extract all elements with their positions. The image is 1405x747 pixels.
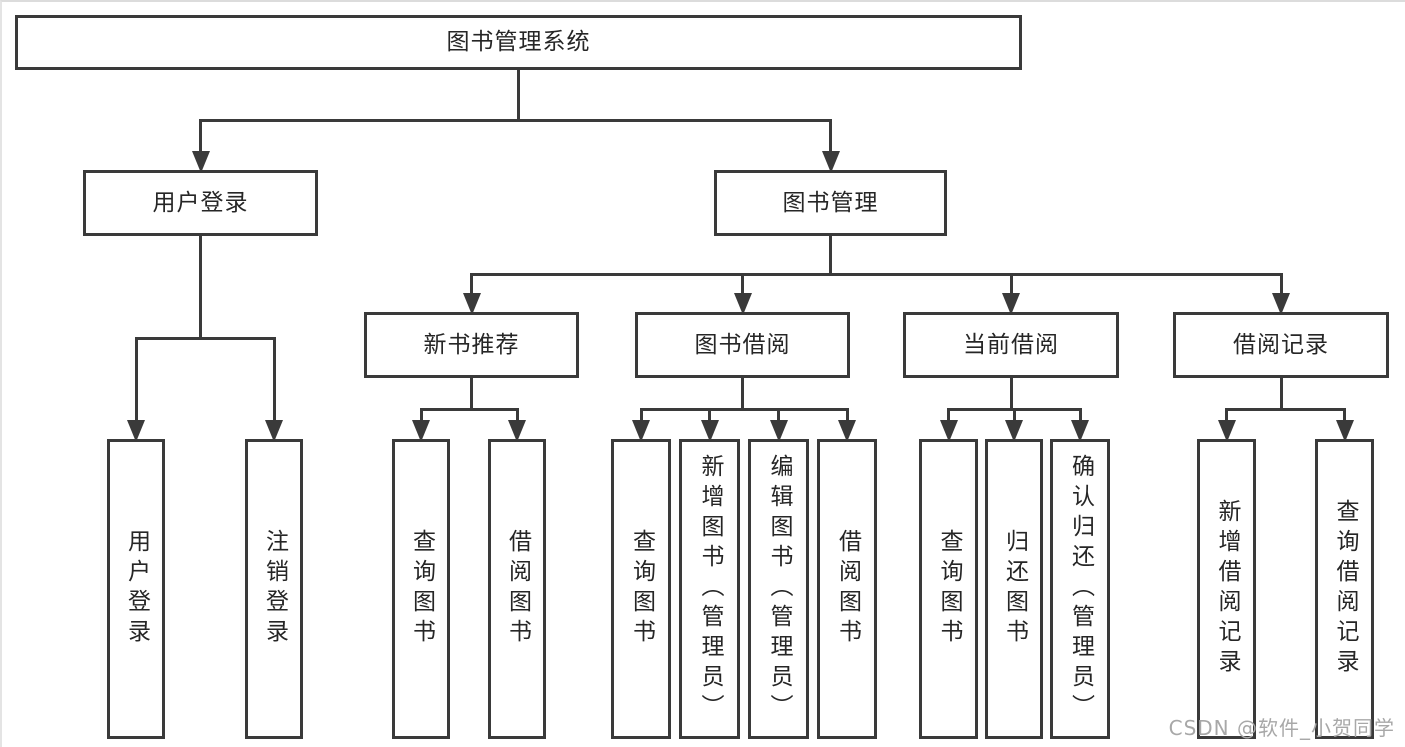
node-user-login: 用户登录 (83, 170, 318, 236)
edge-line-vertical (1009, 274, 1013, 294)
node-label-leaf-query-books-2: 查询图书 (628, 529, 655, 649)
arrow-down-icon (1335, 420, 1354, 442)
edge-line-vertical (1078, 409, 1082, 421)
arrow-down-icon (191, 151, 210, 173)
arrow-down-icon (939, 420, 958, 442)
edge-line-vertical (515, 409, 519, 421)
node-label-leaf-add-borrow-record: 新增借阅记录 (1214, 499, 1240, 679)
arrow-down-icon (821, 151, 840, 173)
edge-line-vertical (1009, 378, 1013, 409)
edge-line-vertical (134, 338, 138, 421)
arrow-down-icon (1002, 293, 1020, 315)
node-label-leaf-return-books: 归还图书 (1001, 529, 1028, 649)
node-leaf-add-books-admin: 新增图书（管理员） (679, 439, 740, 739)
node-leaf-query-books-2: 查询图书 (611, 439, 671, 739)
edge-line-vertical (829, 120, 832, 152)
edge-line-vertical (829, 236, 832, 274)
node-label-leaf-logout: 注销登录 (261, 529, 288, 649)
node-label-leaf-borrow-books-1: 借阅图书 (504, 529, 531, 649)
edge-line-vertical (639, 409, 643, 421)
node-leaf-borrow-books-1: 借阅图书 (488, 439, 546, 739)
node-label-leaf-edit-books-admin: 编辑图书（管理员） (766, 454, 792, 724)
node-leaf-query-borrow-record: 查询借阅记录 (1315, 439, 1374, 739)
arrow-down-icon (462, 293, 481, 315)
edge-line-horizontal (134, 336, 276, 340)
edge-line-vertical (419, 409, 423, 421)
node-label-user-login: 用户登录 (152, 189, 249, 216)
arrow-down-icon (1272, 293, 1290, 315)
arrow-down-icon (1005, 420, 1023, 442)
node-label-leaf-borrow-books-2: 借阅图书 (834, 529, 861, 649)
edge-line-vertical (708, 409, 711, 421)
arrow-down-icon (769, 420, 788, 442)
node-label-new-book-recommendation: 新书推荐 (423, 331, 520, 358)
node-label-current-borrowing: 当前借阅 (963, 331, 1059, 358)
node-root: 图书管理系统 (15, 15, 1022, 70)
node-book-management: 图书管理 (714, 170, 947, 236)
node-label-borrowing-records: 借阅记录 (1233, 331, 1329, 358)
arrow-down-icon (838, 420, 856, 442)
edge-line-vertical (1343, 409, 1346, 421)
edge-line-horizontal (639, 407, 849, 411)
node-label-leaf-add-books-admin: 新增图书（管理员） (697, 454, 723, 724)
node-leaf-borrow-books-2: 借阅图书 (817, 439, 877, 739)
node-label-book-borrowing: 图书借阅 (694, 331, 791, 358)
node-label-leaf-query-borrow-record: 查询借阅记录 (1332, 499, 1358, 679)
arrow-down-icon (1217, 420, 1236, 442)
node-label-root: 图书管理系统 (446, 29, 591, 55)
edge-line-vertical (1012, 409, 1016, 421)
node-borrowing-records: 借阅记录 (1173, 312, 1389, 378)
arrow-down-icon (1071, 420, 1089, 442)
edge-line-vertical (741, 274, 744, 294)
node-leaf-edit-books-admin: 编辑图书（管理员） (748, 439, 809, 739)
node-label-leaf-query-books-3: 查询图书 (936, 529, 962, 649)
node-leaf-query-books-3: 查询图书 (919, 439, 978, 739)
edge-line-vertical (470, 378, 473, 409)
node-current-borrowing: 当前借阅 (903, 312, 1119, 378)
node-leaf-user-login: 用户登录 (107, 439, 165, 739)
edge-line-horizontal (419, 407, 519, 411)
edge-line-vertical (741, 378, 744, 409)
edge-line-horizontal (470, 272, 1283, 276)
edge-line-horizontal (199, 118, 832, 122)
node-leaf-confirm-return: 确认归还（管理员） (1050, 439, 1110, 739)
node-label-book-management: 图书管理 (782, 189, 879, 216)
node-leaf-query-books-1: 查询图书 (392, 439, 450, 739)
arrow-down-icon (733, 293, 752, 315)
edge-line-vertical (1279, 378, 1283, 409)
arrow-down-icon (700, 420, 719, 442)
edge-line-vertical (517, 70, 520, 120)
edge-line-horizontal (1225, 407, 1346, 411)
node-book-borrowing: 图书借阅 (635, 312, 850, 378)
edge-line-vertical (272, 338, 276, 421)
node-new-book-recommendation: 新书推荐 (364, 312, 579, 378)
node-leaf-return-books: 归还图书 (985, 439, 1043, 739)
edge-line-vertical (1279, 274, 1283, 294)
node-label-leaf-query-books-1: 查询图书 (408, 529, 435, 649)
edge-line-vertical (845, 409, 849, 421)
edge-line-vertical (947, 409, 950, 421)
edge-line-vertical (1225, 409, 1228, 421)
node-leaf-logout: 注销登录 (245, 439, 303, 739)
edge-line-vertical (777, 409, 780, 421)
edge-line-vertical (199, 120, 202, 152)
node-label-leaf-user-login: 用户登录 (123, 529, 150, 649)
arrow-down-icon (632, 420, 650, 442)
arrow-down-icon (127, 420, 145, 442)
node-label-leaf-confirm-return: 确认归还（管理员） (1067, 454, 1094, 724)
edge-line-vertical (199, 236, 202, 338)
node-leaf-add-borrow-record: 新增借阅记录 (1197, 439, 1256, 739)
csdn-watermark: CSDN @软件_小贺同学 (1168, 716, 1395, 740)
arrow-down-icon (508, 420, 526, 442)
arrow-down-icon (412, 420, 430, 442)
edge-line-vertical (470, 274, 473, 294)
arrow-down-icon (265, 420, 283, 442)
